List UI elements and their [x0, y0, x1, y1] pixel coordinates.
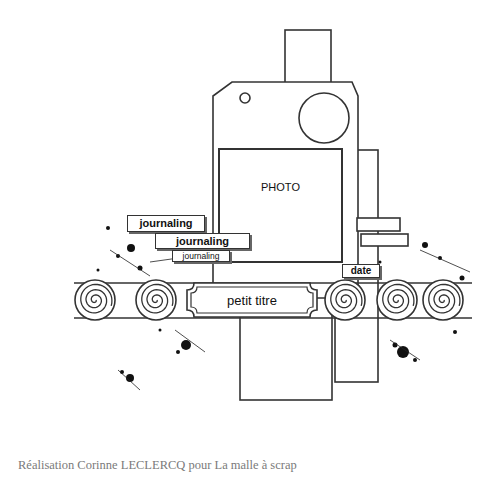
node-text: journaling	[183, 252, 220, 261]
paper-strip	[357, 218, 400, 231]
swirl	[383, 284, 414, 313]
node-text: PHOTO	[261, 182, 300, 261]
journaling-strip: journaling	[172, 250, 230, 262]
tag-shape	[213, 82, 358, 298]
credit-caption: Réalisation Corinne LECLERCQ pour La mal…	[18, 458, 297, 473]
date-strip: date	[342, 264, 380, 278]
swirl	[331, 284, 362, 313]
swirl-group	[75, 280, 463, 320]
title-label: petit titre	[186, 282, 318, 318]
journaling-strip: journaling	[127, 215, 205, 232]
swirl-circle	[377, 280, 417, 320]
swirl-circle	[75, 280, 115, 320]
node-text: journaling	[176, 236, 229, 247]
node-text: petit titre	[227, 294, 277, 307]
node-text: date	[351, 266, 372, 276]
node-text: journaling	[139, 218, 192, 229]
circle-embellishment	[299, 93, 349, 143]
swirl	[429, 284, 460, 313]
ink-trails	[110, 250, 470, 390]
swirl	[81, 284, 112, 313]
tag-hole	[240, 93, 250, 103]
paper-strip	[361, 234, 408, 246]
swirl-circle	[325, 280, 365, 320]
journaling-strip: journaling	[155, 233, 250, 249]
swirl-circle	[423, 280, 463, 320]
swirl	[142, 284, 173, 313]
swirl-circle	[136, 280, 176, 320]
